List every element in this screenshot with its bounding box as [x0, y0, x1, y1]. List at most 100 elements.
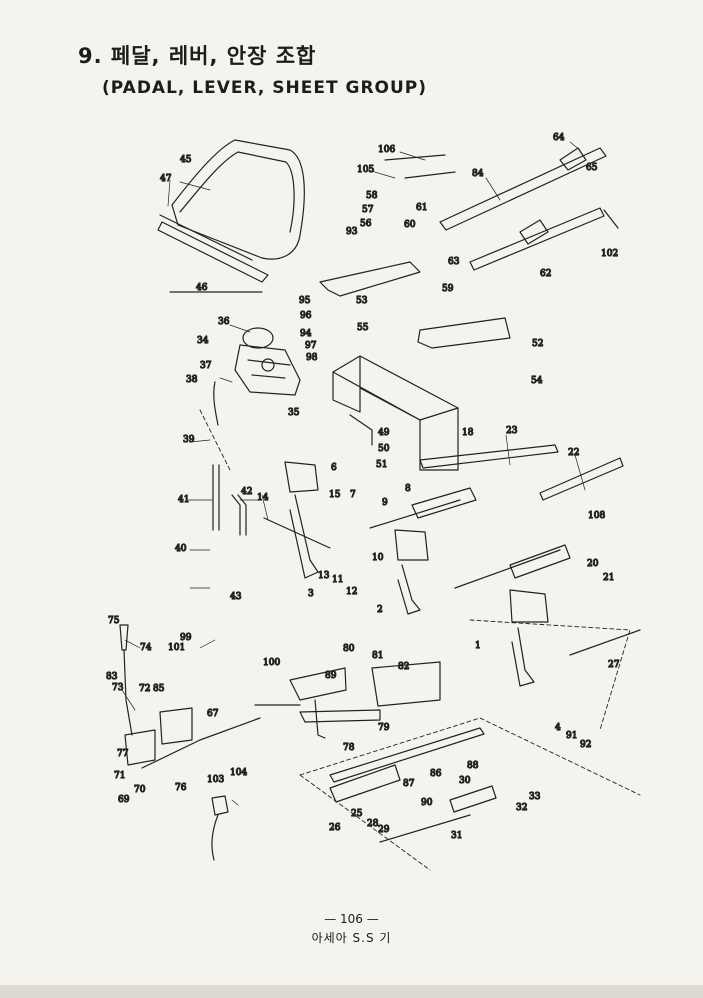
part-label-67: 67	[207, 709, 219, 719]
part-label-2: 2	[377, 605, 383, 615]
part-label-21: 21	[603, 573, 614, 583]
part-label-52: 52	[532, 339, 543, 349]
part-label-36: 36	[218, 317, 230, 327]
part-label-34: 34	[197, 336, 209, 346]
part-label-84: 84	[472, 169, 484, 179]
part-label-11: 11	[332, 575, 343, 585]
part-label-13: 13	[318, 571, 330, 581]
part-label-93: 93	[346, 227, 358, 237]
part-label-76: 76	[175, 783, 187, 793]
part-label-51: 51	[376, 460, 387, 470]
part-label-70: 70	[134, 785, 146, 795]
part-label-69: 69	[118, 795, 130, 805]
part-label-82: 82	[398, 662, 409, 672]
part-label-62: 62	[540, 269, 551, 279]
part-label-87: 87	[403, 779, 415, 789]
part-label-28: 28	[367, 819, 379, 829]
part-label-71: 71	[114, 771, 125, 781]
seat	[157, 139, 305, 293]
part-label-85: 85	[153, 684, 165, 694]
footer-company: 아세아 S.S 기	[311, 931, 392, 945]
part-label-30: 30	[459, 776, 471, 786]
part-label-63: 63	[448, 257, 460, 267]
part-label-20: 20	[587, 559, 599, 569]
part-label-73: 73	[112, 683, 124, 693]
part-label-96: 96	[300, 311, 312, 321]
part-label-40: 40	[175, 544, 187, 554]
scan-edge	[0, 985, 703, 998]
cylinders	[329, 487, 571, 813]
page-number: — 106 —	[324, 912, 379, 926]
part-label-64: 64	[553, 133, 565, 143]
part-label-89: 89	[325, 671, 337, 681]
part-label-74: 74	[140, 643, 152, 653]
part-label-22: 22	[568, 448, 579, 458]
hydraulic-unit	[234, 327, 301, 396]
rods	[141, 381, 641, 843]
part-label-45: 45	[180, 155, 192, 165]
part-label-80: 80	[343, 644, 355, 654]
part-label-94: 94	[300, 329, 312, 339]
part-label-23: 23	[506, 426, 518, 436]
part-label-35: 35	[288, 408, 300, 418]
part-label-91: 91	[566, 731, 577, 741]
part-label-58: 58	[366, 191, 378, 201]
part-label-101: 101	[168, 643, 185, 653]
part-label-61: 61	[416, 203, 427, 213]
part-label-81: 81	[372, 651, 383, 661]
part-label-39: 39	[183, 435, 195, 445]
part-label-105: 105	[357, 165, 374, 175]
part-label-25: 25	[351, 809, 363, 819]
part-label-33: 33	[529, 792, 541, 802]
part-label-90: 90	[421, 798, 433, 808]
leader-lines	[121, 141, 586, 806]
part-label-55: 55	[357, 323, 369, 333]
part-label-100: 100	[263, 658, 280, 668]
part-label-103: 103	[207, 775, 224, 785]
part-label-97: 97	[305, 341, 317, 351]
part-label-42: 42	[241, 487, 252, 497]
part-label-53: 53	[356, 296, 368, 306]
pedals	[284, 461, 549, 687]
part-label-75: 75	[108, 616, 120, 626]
part-label-49: 49	[378, 428, 390, 438]
part-label-29: 29	[378, 825, 390, 835]
part-label-26: 26	[329, 823, 341, 833]
part-label-60: 60	[404, 220, 416, 230]
part-label-1: 1	[475, 641, 481, 651]
part-label-14: 14	[257, 493, 269, 503]
part-label-92: 92	[580, 740, 591, 750]
part-label-50: 50	[378, 444, 390, 454]
part-label-57: 57	[362, 205, 374, 215]
part-label-31: 31	[451, 831, 462, 841]
part-label-38: 38	[186, 375, 198, 385]
part-label-43: 43	[230, 592, 242, 602]
upper-levers	[319, 147, 619, 349]
part-label-65: 65	[586, 163, 598, 173]
part-label-8: 8	[405, 484, 411, 494]
part-label-18: 18	[462, 428, 474, 438]
part-label-106: 106	[378, 145, 395, 155]
sensor-cable	[211, 795, 229, 861]
group-boundaries	[199, 409, 641, 871]
part-label-27: 27	[608, 660, 620, 670]
part-label-108: 108	[588, 511, 605, 521]
part-label-9: 9	[382, 498, 388, 508]
part-label-7: 7	[350, 490, 356, 500]
part-label-99: 99	[180, 633, 192, 643]
part-label-77: 77	[117, 749, 129, 759]
part-label-41: 41	[178, 495, 189, 505]
frame-box	[332, 355, 459, 471]
part-label-12: 12	[346, 587, 357, 597]
part-label-46: 46	[196, 283, 208, 293]
part-label-3: 3	[308, 589, 314, 599]
part-label-6: 6	[331, 463, 337, 473]
part-label-10: 10	[372, 553, 384, 563]
part-label-56: 56	[360, 219, 372, 229]
part-label-102: 102	[601, 249, 618, 259]
part-label-98: 98	[306, 353, 318, 363]
part-label-47: 47	[160, 174, 172, 184]
page-subtitle: (PADAL, LEVER, SHEET GROUP)	[102, 78, 428, 98]
